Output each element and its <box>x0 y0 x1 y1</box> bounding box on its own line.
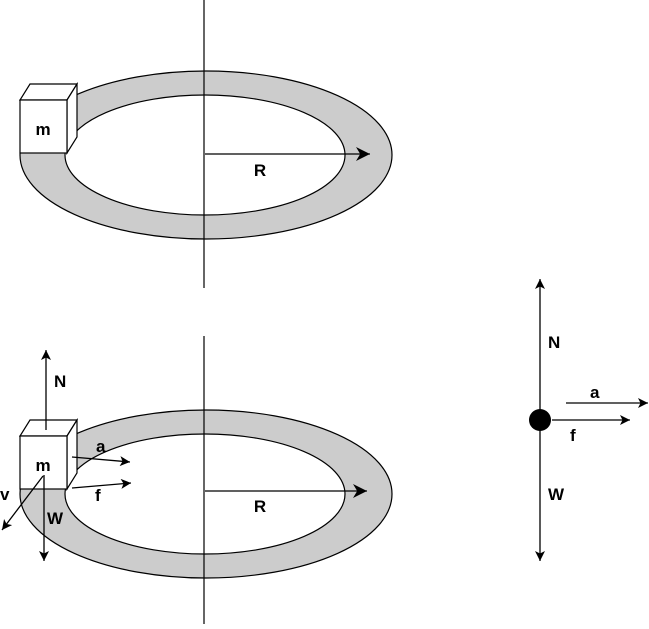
top-figure: m R <box>18 0 393 288</box>
bottom-acceleration-arrow <box>71 456 131 467</box>
bottom-friction-arrow <box>71 478 132 489</box>
fbd-point-mass <box>529 409 551 431</box>
top-ring <box>19 70 393 240</box>
fbd-weight-label: W <box>548 485 565 504</box>
fbd-acceleration-label: a <box>590 383 600 402</box>
free-body-diagram: N W a f <box>529 279 648 561</box>
top-mass-block: m <box>18 81 79 156</box>
bottom-mass-label: m <box>35 456 50 475</box>
bottom-velocity-arrow <box>1 475 44 531</box>
bottom-figure: m R N W a f v <box>0 336 393 624</box>
fbd-normal-label: N <box>548 333 560 352</box>
bottom-weight-label: W <box>47 509 64 528</box>
top-mass-label: m <box>35 120 50 139</box>
bottom-mass-block: m <box>18 417 79 492</box>
bottom-ring <box>19 409 393 579</box>
bottom-friction-label: f <box>95 486 101 505</box>
bottom-normal-label: N <box>54 372 66 391</box>
bottom-radius-label: R <box>254 497 266 516</box>
bottom-velocity-label: v <box>0 485 10 504</box>
bottom-acceleration-label: a <box>96 437 106 456</box>
top-radius-label: R <box>254 161 266 180</box>
fbd-friction-label: f <box>570 426 576 445</box>
